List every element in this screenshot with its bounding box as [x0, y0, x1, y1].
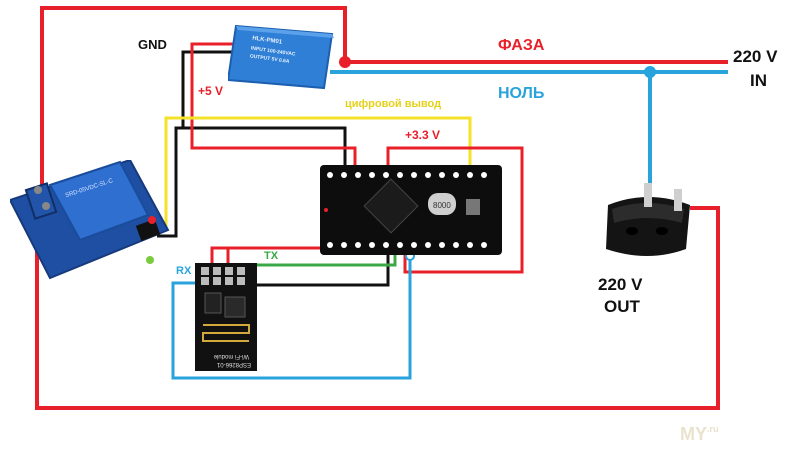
phase-wire: [40, 6, 728, 195]
plus5v-wire: [190, 42, 357, 170]
plus33v-wire: [210, 146, 524, 274]
in-word-label: IN: [750, 71, 767, 90]
svg-text:ESP8266-01: ESP8266-01: [216, 361, 251, 367]
relay-module: SRD-05VDC-SL-C: [8, 158, 170, 280]
plus33v-label: +3.3 V: [405, 128, 441, 142]
return-phase-wire: [35, 200, 720, 410]
power-supply-module: HLK-PM01 INPUT 100-240VAC OUTPUT 5V 0.6A: [226, 22, 338, 92]
phase-label: ФАЗА: [498, 37, 545, 54]
svg-text:Wi-Fi module: Wi-Fi module: [213, 353, 249, 359]
esp8266-module: ESP8266-01 Wi-Fi module: [195, 263, 257, 371]
neutral-label: НОЛЬ: [498, 85, 545, 102]
out-word-label: OUT: [604, 297, 640, 316]
esp-gnd-wire: [235, 250, 390, 287]
tx-label: TX: [264, 250, 279, 262]
gnd-label: GND: [138, 37, 167, 52]
outlet-adapter: [598, 183, 698, 263]
out-voltage-label: 220 V: [598, 275, 643, 294]
crystal-label: 8000: [433, 201, 451, 210]
svg-text:OUTPUT 5V 0.6A: OUTPUT 5V 0.6A: [249, 53, 290, 65]
rx-wire: [171, 255, 412, 380]
phase-junction: [339, 56, 351, 68]
watermark-suffix: .ru: [707, 424, 719, 434]
watermark: MY.ru: [680, 424, 719, 444]
gnd-wire-arduino: [176, 126, 347, 170]
rx-label: RX: [176, 265, 192, 277]
digital-out-label: цифровой вывод: [345, 98, 442, 110]
watermark-text: MY: [680, 424, 707, 444]
neutral-junction: [644, 66, 656, 78]
arduino-pro-mini: 8000: [320, 165, 502, 255]
plus5v-label: +5 V: [198, 84, 224, 98]
psu-label: HLK-PM01: [252, 36, 283, 46]
in-voltage-label: 220 V: [733, 47, 778, 66]
